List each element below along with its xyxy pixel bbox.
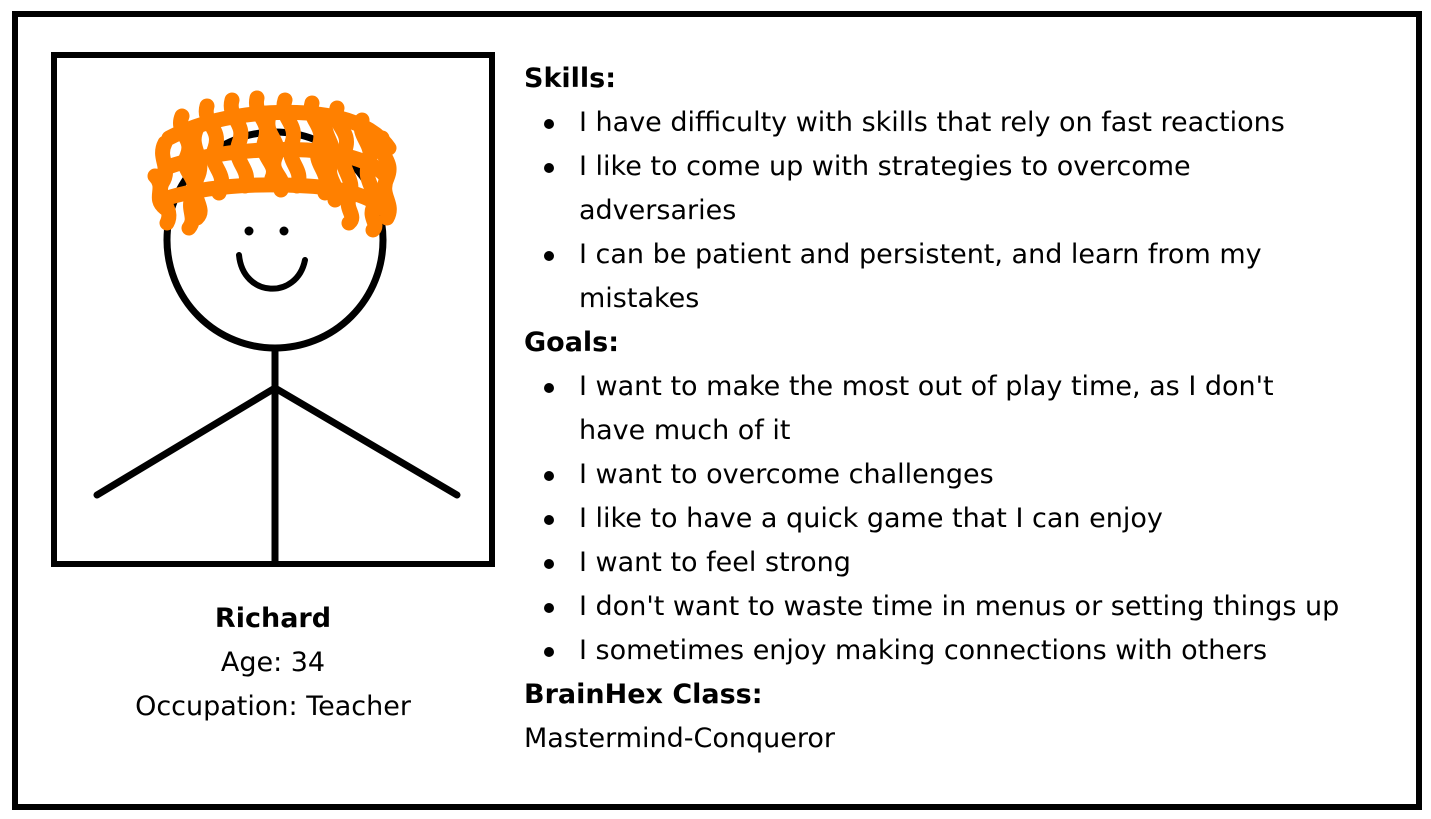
- figure-smile: [236, 252, 308, 292]
- skills-item: I have difficulty with skills that rely …: [524, 101, 1404, 145]
- persona-details: Skills: I have difficulty with skills th…: [524, 57, 1404, 761]
- brainhex-class-value: Mastermind-Conqueror: [524, 723, 836, 754]
- persona-name: Richard: [214, 603, 332, 634]
- persona-identity: Richard Age: 34 Occupation: Teacher: [51, 597, 495, 729]
- figure-right-eye: [279, 226, 289, 236]
- figure-right-arm: [271, 384, 461, 499]
- goals-item: I want to make the most out of play time…: [524, 365, 1404, 453]
- figure-left-eye: [244, 226, 254, 236]
- persona-card: Richard Age: 34 Occupation: Teacher Skil…: [12, 11, 1422, 810]
- goals-list: I want to make the most out of play time…: [524, 365, 1404, 673]
- goals-heading: Goals:: [524, 327, 620, 358]
- skills-item: I can be patient and persistent, and lea…: [524, 233, 1404, 321]
- skills-list: I have difficulty with skills that rely …: [524, 101, 1404, 321]
- goals-item: I want to feel strong: [524, 541, 1404, 585]
- skills-heading: Skills:: [524, 63, 617, 94]
- brainhex-heading: BrainHex Class:: [524, 679, 763, 710]
- goals-item: I sometimes enjoy making connections wit…: [524, 629, 1404, 673]
- stick-figure-avatar: [93, 90, 461, 561]
- figure-left-arm: [93, 384, 279, 499]
- figure-hair: [147, 90, 397, 238]
- goals-item: I don't want to waste time in menus or s…: [524, 585, 1404, 629]
- persona-occupation: Occupation: Teacher: [135, 691, 411, 722]
- goals-item: I want to overcome challenges: [524, 453, 1404, 497]
- portrait-frame: [51, 52, 495, 567]
- persona-age: Age: 34: [220, 647, 326, 678]
- skills-item: I like to come up with strategies to ove…: [524, 145, 1404, 233]
- goals-item: I like to have a quick game that I can e…: [524, 497, 1404, 541]
